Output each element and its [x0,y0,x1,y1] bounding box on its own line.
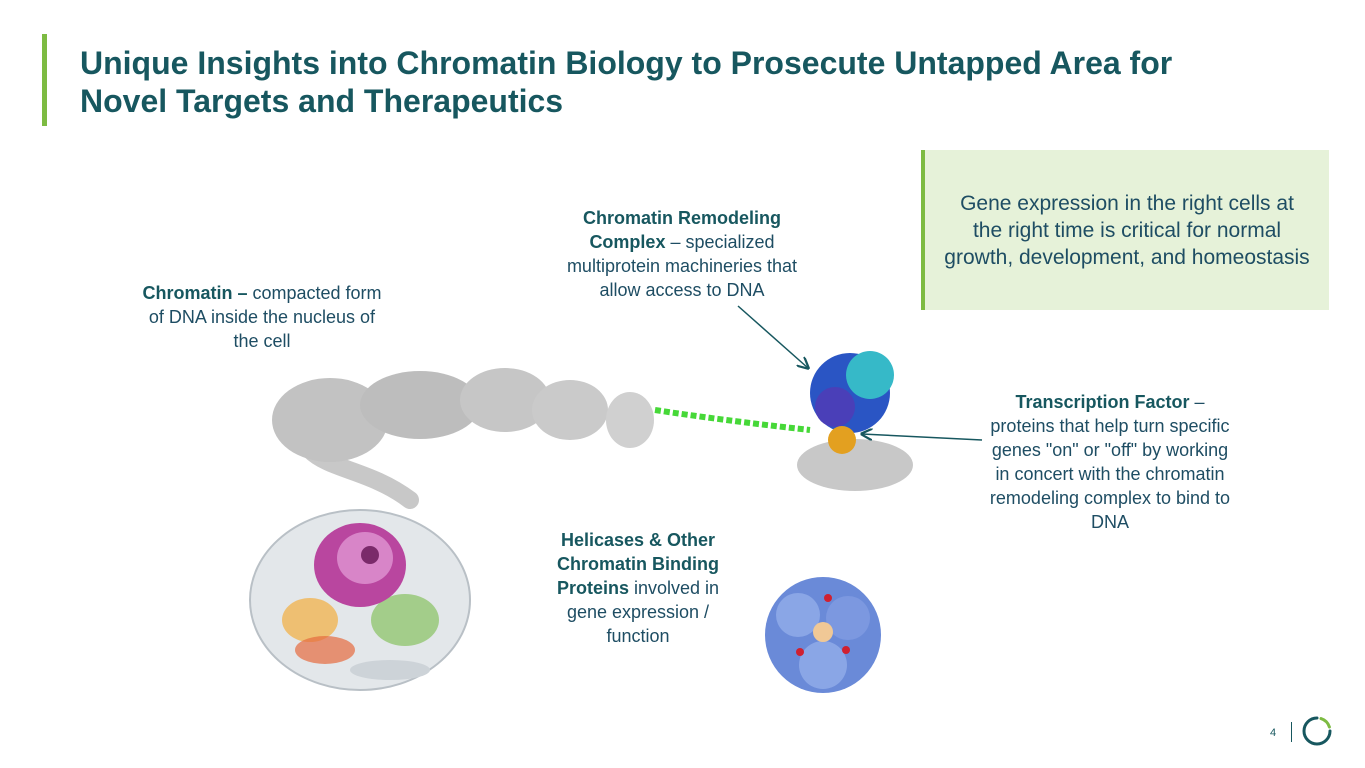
callout-box: Gene expression in the right cells at th… [921,150,1329,310]
chromatin-label-desc: compacted form of DNA inside the nucleus… [148,283,382,351]
remodeling-complex-illustration [797,351,913,491]
chromatin-label: Chromatin – compacted form of DNA inside… [140,281,384,353]
transcription-factor-label: Transcription Factor – proteins that hel… [986,390,1234,534]
helicase-protein-illustration [765,577,881,693]
page-number: 4 [1270,727,1277,739]
tf-label-desc: – proteins that help turn specific genes… [989,392,1231,532]
page-number-divider [1291,722,1292,742]
title-accent-bar [42,34,47,126]
tf-label-term: Transcription Factor [1015,392,1190,412]
chromatin-fiber-illustration [272,368,811,509]
helicase-label: Helicases & Other Chromatin Binding Prot… [540,528,736,648]
remodeling-complex-label: Chromatin Remodeling Complex – specializ… [548,206,816,302]
transcription-pointer-arrow [862,434,983,441]
helicase-label-term: Helicases & Other Chromatin Binding Prot… [556,530,719,598]
chromatin-label-term: Chromatin – [142,283,248,303]
helicase-label-desc: involved in gene expression / function [566,578,720,646]
callout-text: Gene expression in the right cells at th… [944,191,1310,269]
page-title: Unique Insights into Chromatin Biology t… [80,45,1173,119]
remodeling-label-term: Chromatin Remodeling Complex [582,208,781,252]
company-logo-icon [1302,716,1332,746]
remodeling-label-desc: – specialized multiprotein machineries t… [566,232,798,300]
cell-illustration [249,509,471,691]
remodeling-pointer-arrow [737,305,808,368]
